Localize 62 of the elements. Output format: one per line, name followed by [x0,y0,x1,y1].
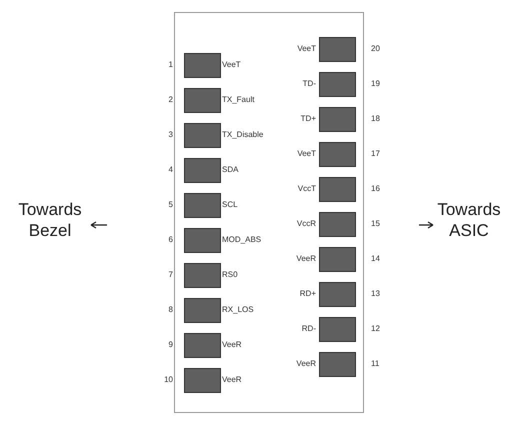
contact-pad [319,282,356,307]
pin-name: RX_LOS [222,306,254,314]
pin-number: 13 [371,290,380,298]
pin-number: 3 [168,131,173,139]
direction-label: Towards ASIC [436,199,502,242]
pin-number: 20 [371,45,380,53]
pin-name: RD- [300,325,316,333]
pin-name: VeeR [222,341,242,349]
pin-number: 16 [371,185,380,193]
pin-name: VeeR [295,360,316,368]
contact-pad [184,193,221,218]
pin-name: MOD_ABS [222,236,262,244]
contact-pad [319,352,356,377]
pin-name: SCL [222,201,238,209]
pin-number: 15 [371,220,380,228]
pin-number: 19 [371,80,380,88]
pin-name: VeeR [295,255,316,263]
pin-number: 6 [168,236,173,244]
pin-name: RD+ [298,290,316,298]
pin-name: TD+ [300,115,316,123]
contact-pad [319,72,356,97]
contact-pad [319,212,356,237]
pin-number: 14 [371,255,380,263]
contact-pad [184,263,221,288]
pin-name: VccR [296,220,316,228]
pin-number: 8 [168,306,173,314]
pin-number: 5 [168,201,173,209]
contact-pad [184,123,221,148]
pin-number: 7 [168,271,173,279]
pin-name: VeeR [222,376,242,384]
contact-pad [319,107,356,132]
contact-pad [184,88,221,113]
pin-number: 18 [371,115,380,123]
pin-number: 17 [371,150,380,158]
pin-number: 9 [168,341,173,349]
contact-pad [184,368,221,393]
contact-pad [184,228,221,253]
contact-pad [319,247,356,272]
direction-label: Towards Bezel [17,199,83,242]
pin-name: SDA [222,166,238,174]
pin-number: 4 [168,166,173,174]
pin-name: RS0 [222,271,238,279]
pin-name: VeeT [222,61,241,69]
pin-name: VeeT [296,45,316,53]
pin-name: VccT [296,185,316,193]
pin-number: 2 [168,96,173,104]
contact-pad [319,177,356,202]
contact-pad [184,333,221,358]
contact-pad [184,298,221,323]
pin-number: 11 [371,360,380,368]
pin-name: TX_Disable [222,131,264,139]
contact-pad [319,317,356,342]
contact-pad [319,142,356,167]
pin-name: TD- [302,80,316,88]
contact-pad [319,37,356,62]
contact-pad [184,53,221,78]
pin-name: VeeT [296,150,316,158]
pin-name: TX_Fault [222,96,254,104]
pin-number: 12 [371,325,380,333]
contact-pad [184,158,221,183]
pin-number: 1 [168,61,173,69]
pin-number: 10 [163,376,173,384]
